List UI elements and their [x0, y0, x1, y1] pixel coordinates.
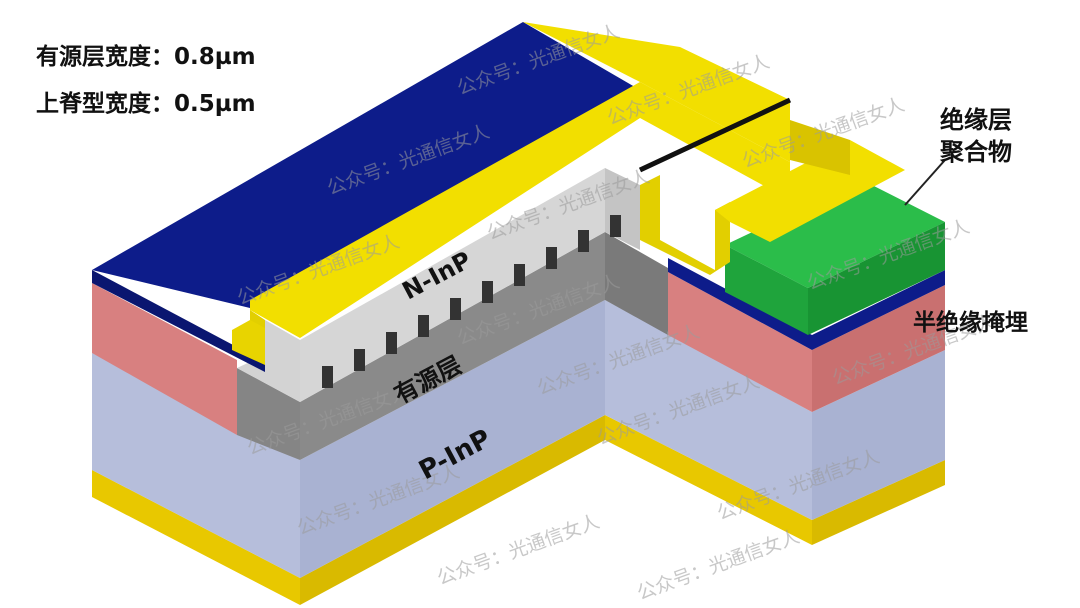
green-front	[725, 245, 808, 335]
yellow-back-plane	[523, 22, 790, 162]
grating-tooth	[514, 264, 525, 286]
bottom-metal-mid	[605, 415, 812, 545]
active-right	[300, 232, 605, 460]
blue-front-edge	[92, 270, 265, 372]
n-inp-right	[300, 168, 605, 402]
grating-tooth	[354, 349, 365, 371]
p-inp-right-2	[812, 350, 945, 520]
active-width-spec: 有源层宽度：0.8µm	[36, 43, 256, 70]
si-right-front	[668, 272, 812, 412]
n-inp-face	[237, 320, 300, 402]
grating-tooth	[546, 247, 557, 269]
p-inp-right	[300, 300, 605, 578]
grating-tooth	[610, 215, 621, 237]
bottom-metal-front	[92, 470, 300, 605]
insulator-label-line2: 聚合物	[939, 138, 1012, 166]
yellow-black-stripe	[638, 97, 792, 173]
active-back-face	[605, 232, 668, 335]
grating-tooth	[578, 230, 589, 252]
si-right-side	[812, 285, 945, 412]
active-front	[237, 368, 300, 460]
grating-tooth	[322, 366, 333, 388]
grating-teeth	[322, 215, 621, 388]
green-top	[725, 180, 945, 288]
grating-tooth	[450, 298, 461, 320]
blue-right-layer	[668, 258, 945, 350]
grating-tooth	[386, 332, 397, 354]
yellow-left-wall	[232, 320, 265, 365]
bottom-metal-right-b	[812, 460, 945, 545]
insulator-label-line1: 绝缘层	[940, 106, 1012, 134]
si-buried-label: 半绝缘掩埋	[913, 309, 1028, 336]
si-left-front	[92, 283, 237, 435]
watermark-text: 公众号：光通信女人	[634, 526, 802, 605]
grating-tooth	[418, 315, 429, 337]
grating-tooth	[482, 281, 493, 303]
p-inp-mid	[605, 300, 812, 520]
watermark-text: 公众号：光通信女人	[434, 511, 602, 590]
yellow-ridge-front	[640, 175, 730, 275]
yellow-ridge-side	[790, 120, 850, 175]
yellow-top-long	[250, 82, 790, 338]
p-inp-front	[92, 353, 300, 578]
bottom-metal-right-a	[300, 415, 605, 605]
callout-leader-line	[904, 159, 946, 206]
yellow-ridge-top	[715, 140, 905, 242]
blue-top-surface	[92, 22, 640, 308]
green-side	[808, 222, 945, 335]
ridge-width-spec: 上脊型宽度：0.5µm	[36, 90, 256, 117]
